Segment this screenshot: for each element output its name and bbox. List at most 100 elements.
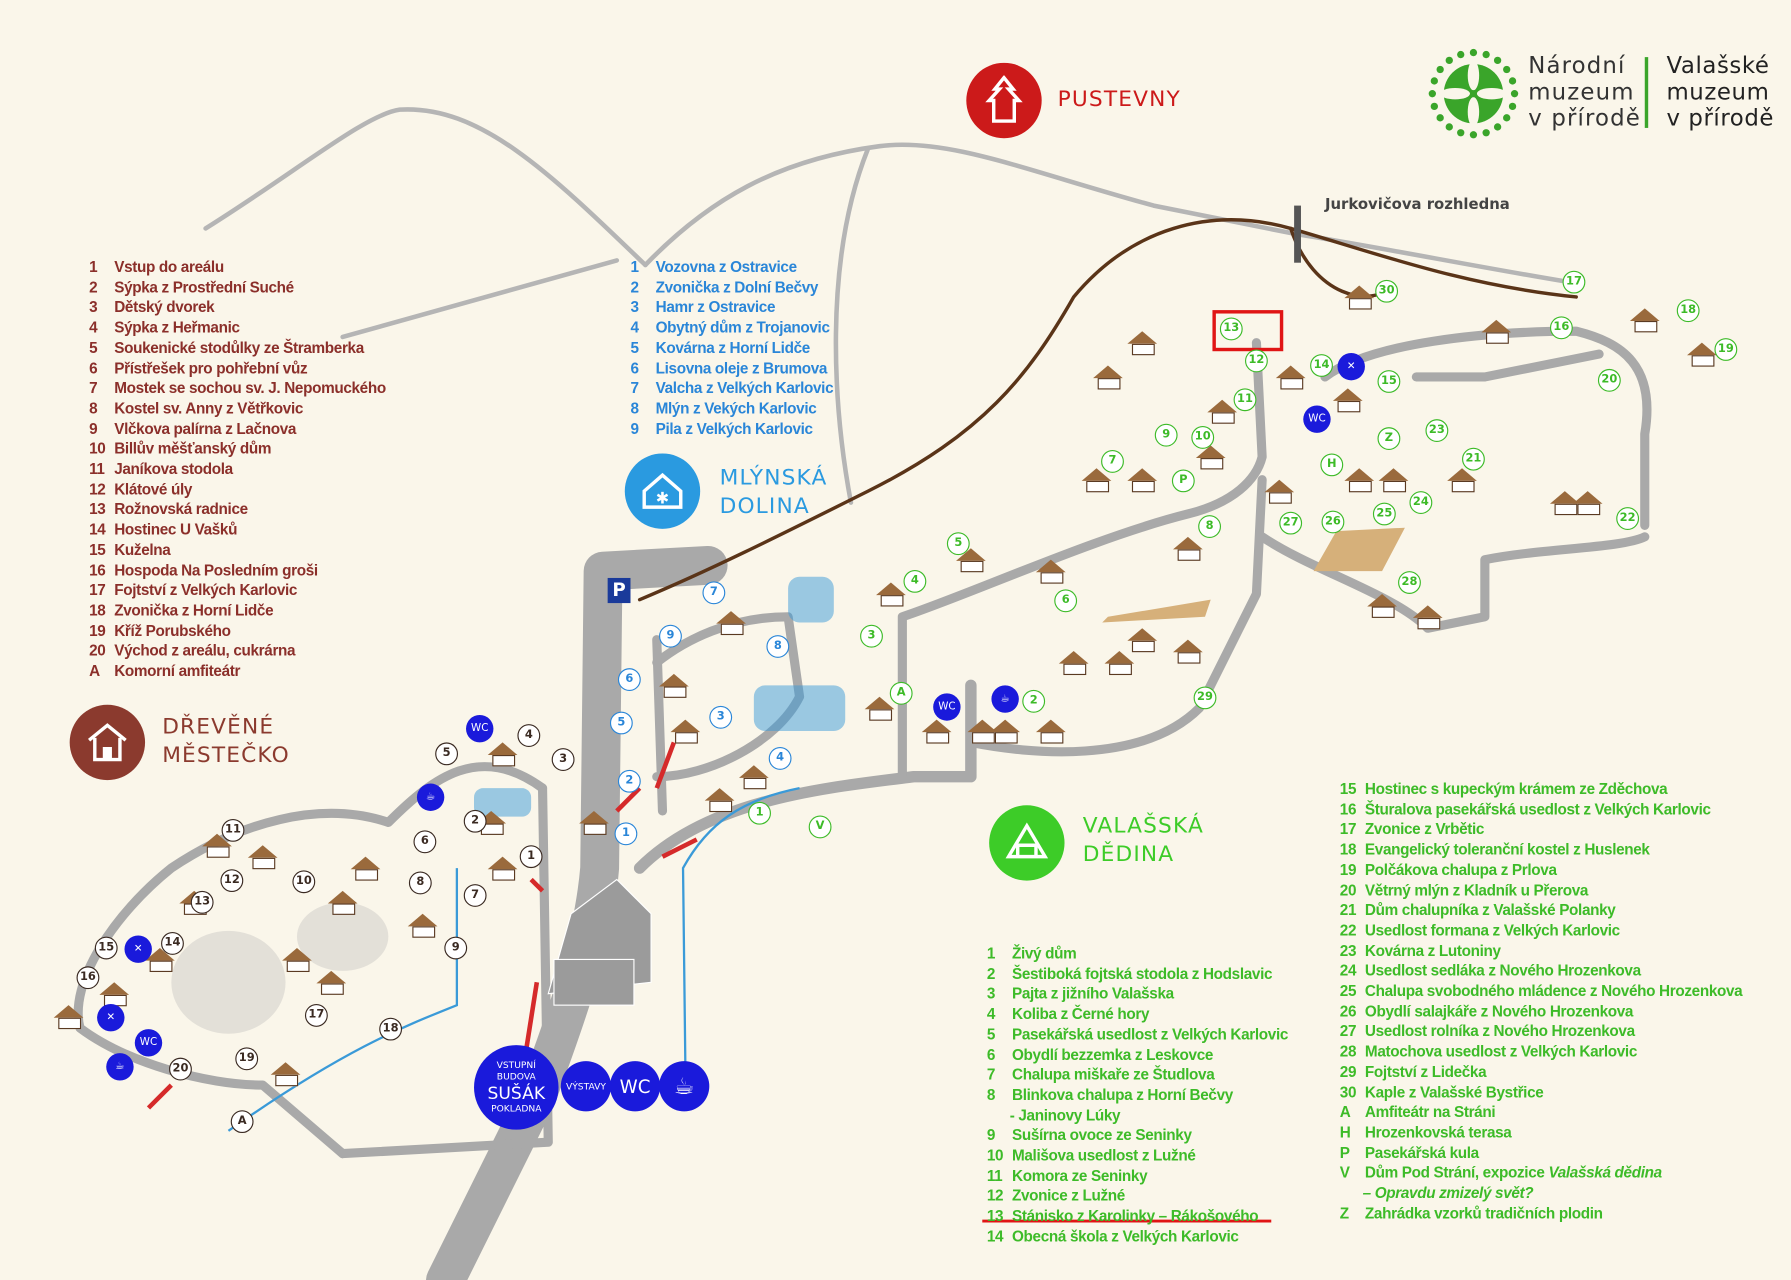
exhibitions-button[interactable]: VÝSTAVY	[560, 1061, 612, 1112]
map-marker-town[interactable]: 1	[519, 845, 543, 869]
building-icon[interactable]	[1081, 468, 1112, 493]
building-icon[interactable]	[1275, 365, 1306, 390]
wc-icon[interactable]: WC	[134, 1029, 163, 1057]
map-marker-village[interactable]: Z	[1377, 427, 1401, 451]
building-icon[interactable]	[99, 982, 130, 1007]
map-marker-village[interactable]: A	[889, 681, 913, 705]
map-marker-village[interactable]: 5	[946, 532, 970, 556]
map-marker-town[interactable]: 16	[76, 966, 100, 990]
restaurant-fork-knife-icon[interactable]: ✕	[1337, 352, 1365, 381]
map-marker-town[interactable]: A	[230, 1110, 254, 1134]
parking-sign[interactable]: P	[607, 577, 631, 604]
map-marker-village[interactable]: 20	[1597, 368, 1621, 392]
wc-icon[interactable]: WC	[466, 715, 494, 743]
map-marker-village[interactable]: P	[1171, 469, 1195, 493]
building-icon[interactable]	[1127, 628, 1158, 653]
map-marker-village[interactable]: 29	[1193, 686, 1217, 710]
map-marker-village[interactable]: 13	[1219, 317, 1243, 341]
pustevny-icon[interactable]	[966, 62, 1042, 139]
map-marker-mill[interactable]: 5	[609, 711, 633, 735]
map-marker-mill[interactable]: 8	[766, 635, 790, 658]
map-marker-village[interactable]: 28	[1398, 571, 1421, 594]
drevene-mestecko-title[interactable]: DŘEVĚNÉ MĚSTEČKO	[162, 713, 290, 770]
building-icon[interactable]	[1481, 319, 1512, 344]
building-icon[interactable]	[1035, 719, 1066, 744]
mlynska-dolina-icon[interactable]: ✱	[624, 453, 701, 529]
building-icon[interactable]	[350, 856, 381, 881]
building-icon[interactable]	[1332, 388, 1363, 413]
map-marker-village[interactable]: 21	[1462, 447, 1485, 471]
map-marker-village[interactable]: 7	[1101, 450, 1124, 473]
map-marker-village[interactable]: V	[808, 815, 832, 839]
building-icon[interactable]	[327, 890, 358, 915]
map-marker-village[interactable]: 24	[1409, 491, 1433, 514]
building-icon[interactable]	[967, 719, 998, 744]
map-marker-village[interactable]: 12	[1244, 349, 1268, 373]
map-marker-mill[interactable]: 7	[702, 581, 726, 605]
map-marker-town[interactable]: 7	[463, 884, 487, 907]
building-icon[interactable]	[407, 913, 438, 938]
building-icon[interactable]	[1207, 399, 1238, 424]
building-icon[interactable]	[1344, 468, 1375, 493]
mlynska-dolina-title[interactable]: MLÝNSKÁ DOLINA	[720, 464, 828, 521]
map-marker-village[interactable]: 9	[1154, 423, 1178, 447]
building-icon[interactable]	[1629, 308, 1660, 333]
map-marker-town[interactable]: 19	[235, 1047, 259, 1071]
map-marker-village[interactable]: 26	[1321, 510, 1345, 534]
cafe-cup-icon[interactable]: ☕	[416, 783, 445, 811]
map-marker-mill[interactable]: 3	[709, 705, 733, 729]
building-icon[interactable]	[1173, 639, 1203, 664]
map-marker-village[interactable]: 27	[1279, 511, 1303, 535]
map-marker-town[interactable]: 11	[221, 818, 245, 842]
building-icon[interactable]	[487, 742, 518, 767]
map-marker-village[interactable]: 22	[1616, 507, 1640, 530]
map-marker-village[interactable]: 17	[1562, 270, 1586, 294]
building-icon[interactable]	[316, 970, 347, 995]
building-icon[interactable]	[739, 765, 769, 790]
building-icon[interactable]	[1127, 331, 1158, 356]
building-icon[interactable]	[1058, 651, 1089, 676]
map-marker-town[interactable]: 14	[161, 932, 184, 955]
building-icon[interactable]	[1173, 536, 1203, 561]
entrance-susak-button[interactable]: VSTUPNÍ BUDOVA SUŠÁK POKLADNA	[474, 1045, 559, 1130]
map-marker-village[interactable]: H	[1320, 453, 1344, 477]
cafe-cup-icon[interactable]: ☕	[659, 1061, 710, 1112]
pustevny-title[interactable]: PUSTEVNY	[1057, 86, 1181, 112]
building-icon[interactable]	[716, 611, 746, 636]
